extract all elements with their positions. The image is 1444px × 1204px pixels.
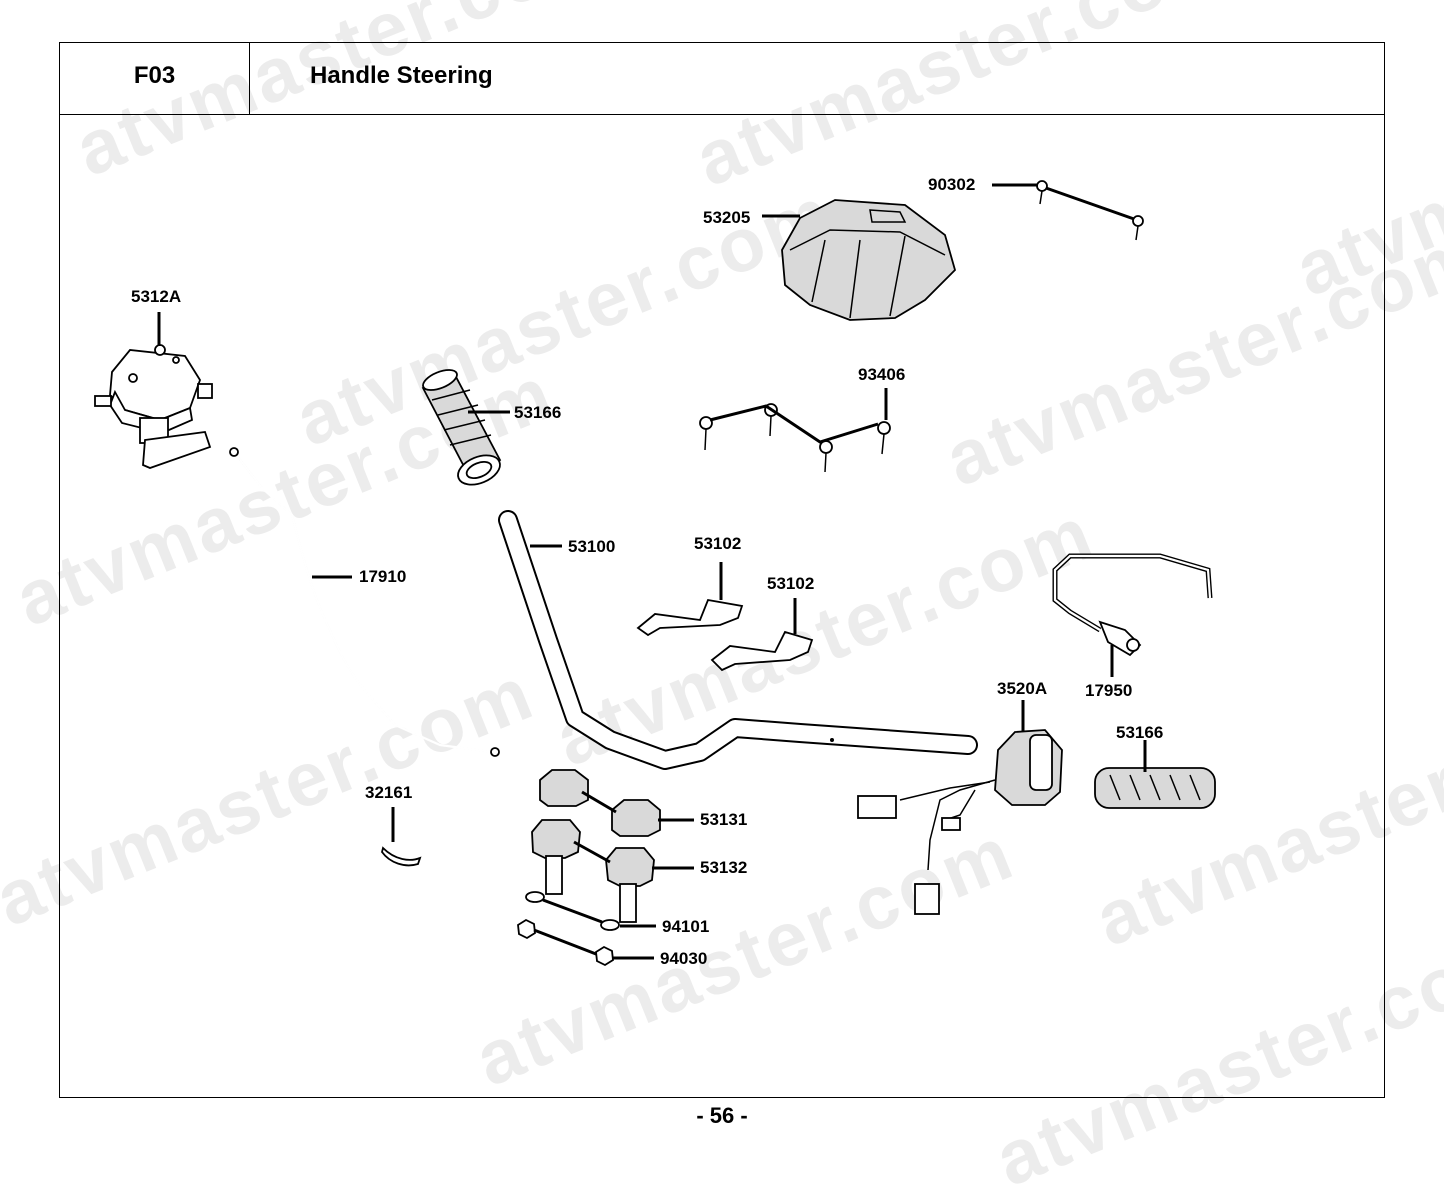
header-divider bbox=[59, 114, 1385, 115]
label-17910: 17910 bbox=[359, 567, 406, 586]
part-53166-grip-left bbox=[421, 369, 502, 486]
label-90302: 90302 bbox=[928, 175, 975, 194]
part-94101-washer bbox=[525, 891, 620, 931]
label-53166-right: 53166 bbox=[1116, 723, 1163, 742]
label-94030: 94030 bbox=[660, 949, 707, 968]
label-53102-a: 53102 bbox=[694, 534, 741, 553]
label-53100: 53100 bbox=[568, 537, 615, 556]
leader-53131-a bbox=[581, 790, 617, 814]
page-title: Handle Steering bbox=[310, 62, 493, 89]
part-17950-choke-cable bbox=[1052, 553, 1213, 657]
label-3520A: 3520A bbox=[997, 679, 1047, 698]
part-53132-holder-lower bbox=[531, 819, 655, 923]
part-5312A-throttle-housing bbox=[94, 344, 213, 469]
part-53205-handlebar-cover bbox=[781, 199, 957, 321]
label-5312A: 5312A bbox=[131, 287, 181, 306]
part-17910-throttle-cable bbox=[229, 447, 500, 757]
part-53131-holder-upper bbox=[539, 769, 661, 837]
label-53166-left: 53166 bbox=[514, 403, 561, 422]
part-53100-handlebar bbox=[498, 510, 978, 770]
label-32161: 32161 bbox=[365, 783, 412, 802]
label-53205: 53205 bbox=[703, 208, 750, 227]
label-94101: 94101 bbox=[662, 917, 709, 936]
leader-53132-a bbox=[573, 840, 611, 864]
part-53166-grip-right bbox=[1094, 767, 1216, 809]
section-code: F03 bbox=[133, 62, 176, 89]
part-53102-bracket-b bbox=[710, 630, 814, 672]
label-17950: 17950 bbox=[1085, 681, 1132, 700]
label-53102-b: 53102 bbox=[767, 574, 814, 593]
label-93406: 93406 bbox=[858, 365, 905, 384]
part-53102-bracket-a bbox=[636, 598, 744, 637]
page-frame bbox=[59, 42, 1385, 1098]
leader-94030-a bbox=[533, 928, 597, 956]
page-number: - 56 - bbox=[696, 1103, 748, 1128]
leader-93406-chain bbox=[709, 404, 879, 444]
part-32161-clip bbox=[381, 846, 422, 867]
part-94030-nut bbox=[517, 918, 614, 967]
leader-94101-a bbox=[542, 898, 603, 924]
label-53131: 53131 bbox=[700, 810, 747, 829]
parts-diagram: 5312A 53166 53205 90302 93406 bbox=[94, 175, 1216, 968]
label-53132: 53132 bbox=[700, 858, 747, 877]
part-3520A-switch-assembly bbox=[857, 729, 1063, 915]
leader-90302-b bbox=[1045, 186, 1135, 221]
